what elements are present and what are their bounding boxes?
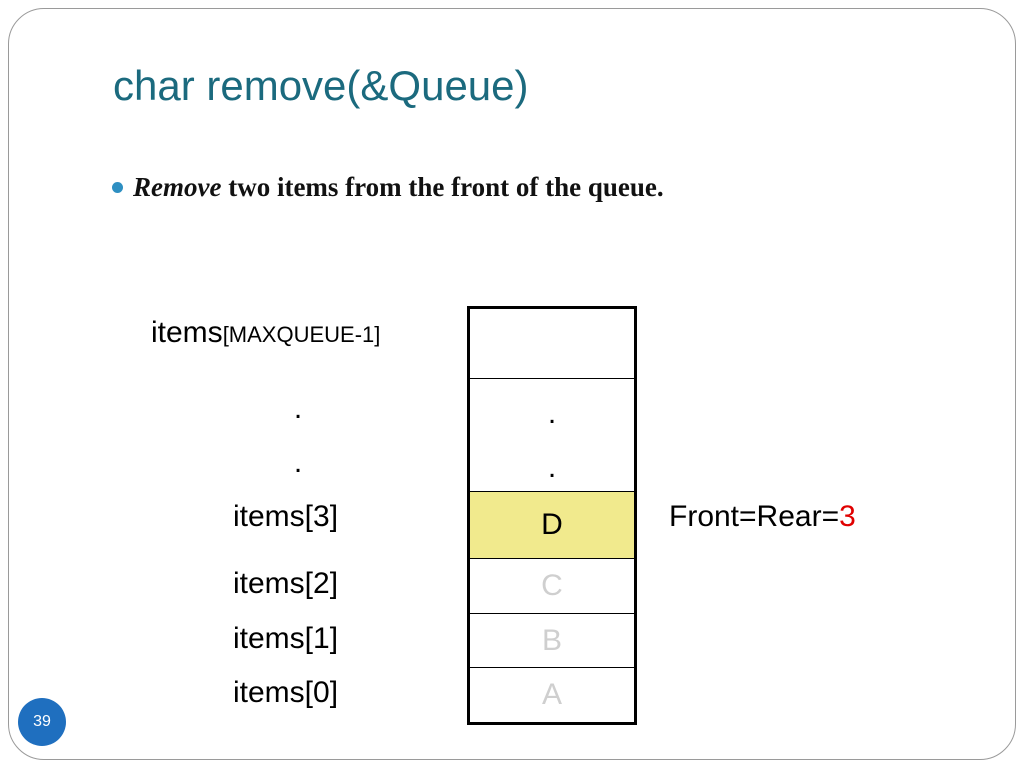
cell-ellipsis-1: .	[547, 397, 557, 430]
bullet-dot-icon	[112, 182, 123, 194]
label-items-3: items[3]	[233, 500, 339, 533]
label-items-max: items[MAXQUEUE-1]	[151, 316, 380, 350]
cell-ellipsis-2: .	[547, 451, 557, 484]
cell-item-1: B	[470, 614, 634, 668]
bullet-emphasis: Remove	[133, 172, 222, 202]
queue-array: . . D C B A	[467, 306, 637, 725]
slide-title: char remove(&Queue)	[113, 62, 529, 109]
label-items-max-subscript: [MAXQUEUE-1]	[222, 322, 381, 347]
status-text: Front=Rear=	[669, 500, 840, 533]
front-rear-status: Front=Rear=3	[669, 500, 856, 534]
cell-item-0: A	[541, 678, 562, 711]
cell-item-3: D	[470, 491, 634, 559]
label-items-2: items[2]	[233, 567, 339, 600]
cell-item-2: C	[470, 559, 634, 614]
label-items-max-name: items	[151, 316, 223, 349]
status-value: 3	[839, 500, 856, 533]
label-ellipsis-1: .	[293, 392, 303, 425]
label-items-1: items[1]	[233, 622, 339, 655]
cell-max	[470, 309, 634, 379]
page-number-badge: 39	[18, 698, 66, 746]
label-items-0: items[0]	[233, 676, 339, 709]
bullet-item: Remove two items from the front of the q…	[112, 172, 664, 203]
bullet-text: two items from the front of the queue.	[221, 172, 664, 202]
label-ellipsis-2: .	[293, 446, 303, 479]
